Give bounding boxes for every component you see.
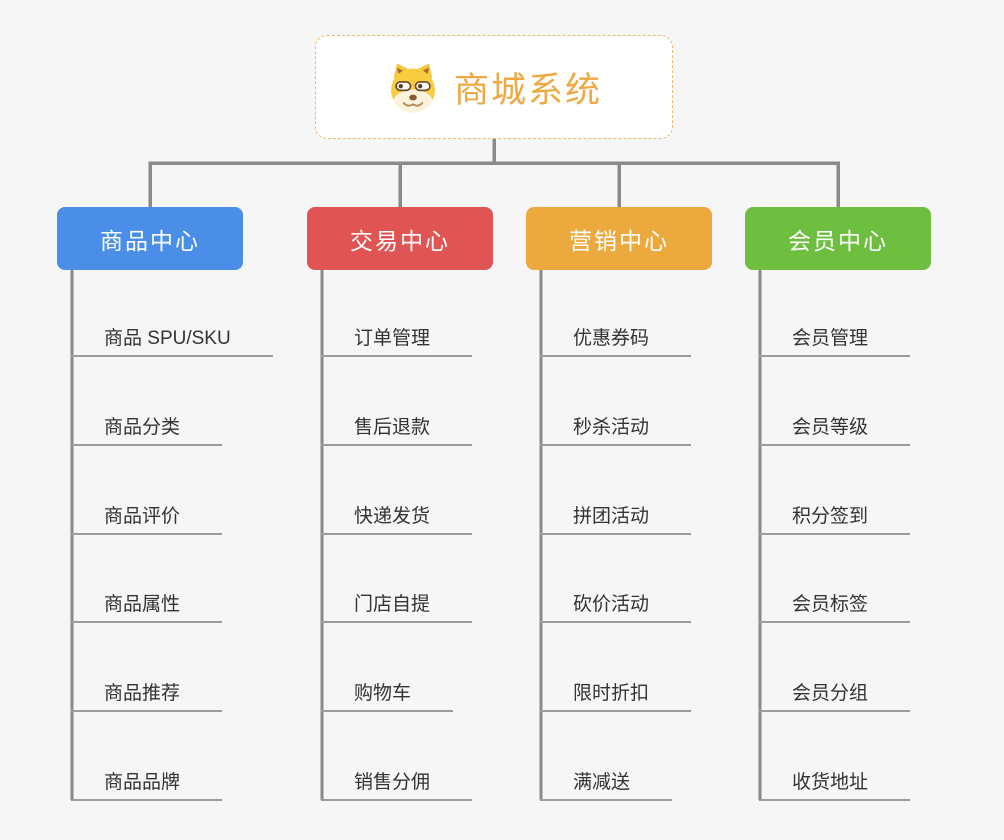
child-topic-product-category[interactable]: 商品分类 (71, 408, 223, 446)
child-topic-order-management[interactable]: 订单管理 (321, 319, 473, 357)
child-topic-member-management[interactable]: 会员管理 (759, 319, 911, 357)
child-topic-group-buy[interactable]: 拼团活动 (540, 497, 692, 535)
shiba-dog-icon (391, 63, 435, 113)
child-topic-member-tag[interactable]: 会员标签 (759, 585, 911, 623)
child-topic-product-brand[interactable]: 商品品牌 (71, 763, 223, 801)
child-topic-shipping-address[interactable]: 收货地址 (759, 763, 911, 801)
child-topic-product-review[interactable]: 商品评价 (71, 497, 223, 535)
child-topic-store-pickup[interactable]: 门店自提 (321, 585, 473, 623)
branch-product-center[interactable]: 商品中心 (57, 207, 243, 270)
child-topic-sales-commission[interactable]: 销售分佣 (321, 763, 473, 801)
child-topic-shopping-cart[interactable]: 购物车 (321, 674, 454, 712)
branch-marketing-center[interactable]: 营销中心 (526, 207, 712, 270)
root-topic-label: 商城系统 (453, 70, 602, 110)
branch-member-center[interactable]: 会员中心 (745, 207, 931, 270)
branch-trade-center[interactable]: 交易中心 (307, 207, 493, 270)
root-topic[interactable]: 商城系统 (315, 35, 673, 139)
child-topic-product-recommend[interactable]: 商品推荐 (71, 674, 223, 712)
child-topic-bargain[interactable]: 砍价活动 (540, 585, 692, 623)
child-topic-points-checkin[interactable]: 积分签到 (759, 497, 911, 535)
child-topic-full-reduction[interactable]: 满减送 (540, 763, 673, 801)
child-topic-product-spu-sku[interactable]: 商品 SPU/SKU (71, 319, 273, 357)
child-topic-flash-sale[interactable]: 秒杀活动 (540, 408, 692, 446)
child-topic-product-attribute[interactable]: 商品属性 (71, 585, 223, 623)
child-topic-member-group[interactable]: 会员分组 (759, 674, 911, 712)
child-topic-limited-time-discount[interactable]: 限时折扣 (540, 674, 692, 712)
child-topic-express-delivery[interactable]: 快递发货 (321, 497, 473, 535)
child-topic-coupon-code[interactable]: 优惠券码 (540, 319, 692, 357)
child-topic-member-level[interactable]: 会员等级 (759, 408, 911, 446)
child-topic-after-sales-refund[interactable]: 售后退款 (321, 408, 473, 446)
